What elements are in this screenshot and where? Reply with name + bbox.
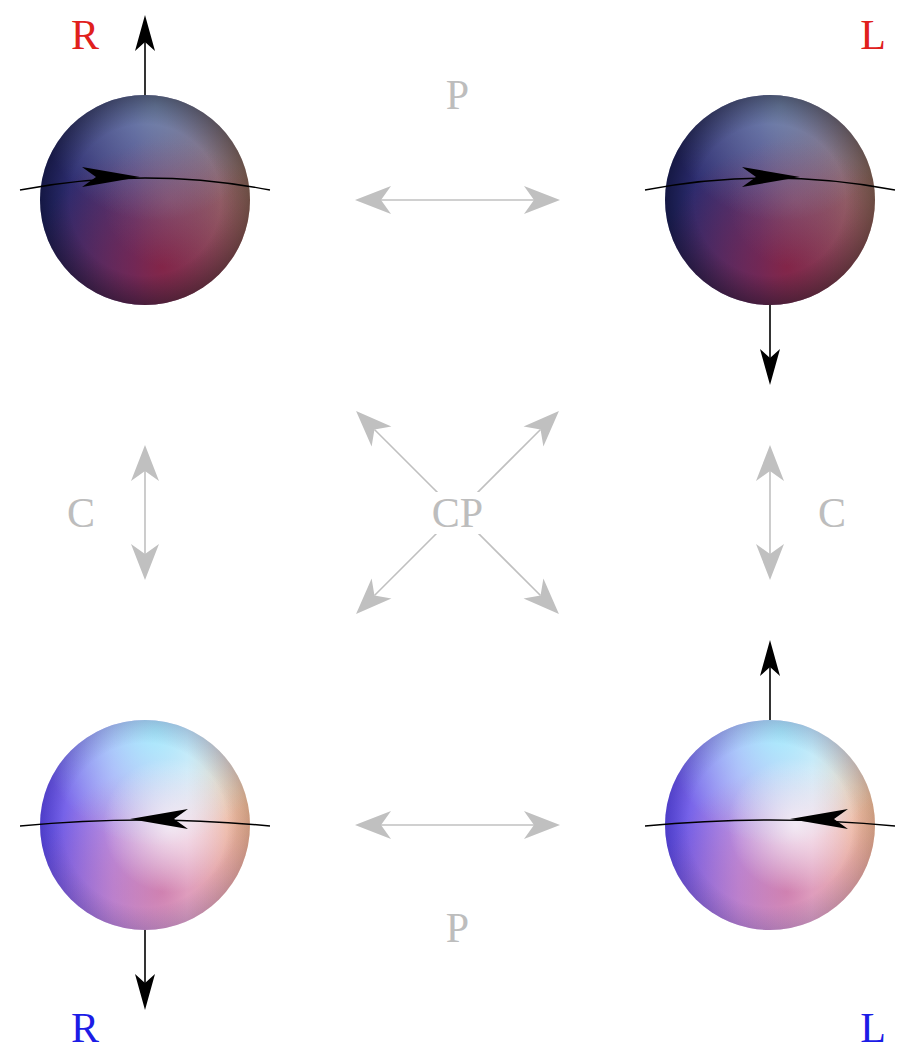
- sphere-shade: [665, 95, 875, 305]
- particle-sphere: L: [665, 95, 875, 305]
- spin-axis: [144, 930, 146, 985]
- spin-axis-head: [760, 349, 780, 385]
- transformation-arrow: [356, 411, 559, 614]
- spin-axis: [769, 305, 771, 360]
- particle-sphere: L: [665, 720, 875, 930]
- sphere-shade: [40, 720, 250, 930]
- chirality-label: L: [860, 1007, 886, 1049]
- arrow-shaft: [769, 471, 771, 554]
- symmetry-label: C: [67, 492, 95, 534]
- sphere-illustration: [665, 95, 875, 305]
- transformation-arrow: [355, 811, 560, 839]
- arrowhead: [131, 544, 159, 580]
- sphere-shade: [40, 95, 250, 305]
- transformation-arrow: [356, 411, 559, 614]
- arrowhead: [356, 411, 391, 446]
- arrowhead: [524, 411, 559, 446]
- arrowhead: [355, 186, 391, 214]
- spin-arrowhead: [82, 167, 140, 187]
- sphere-shade: [40, 95, 250, 305]
- sphere-shade: [665, 95, 875, 305]
- spin-axis: [769, 665, 771, 720]
- spin-arrowhead: [130, 809, 188, 829]
- arrowhead: [756, 445, 784, 481]
- arrowhead: [356, 579, 391, 614]
- chirality-label: L: [860, 14, 886, 56]
- arrow-shaft: [381, 824, 534, 826]
- arrowhead: [524, 579, 559, 614]
- spin-ring: [20, 178, 270, 190]
- arrowhead: [355, 811, 391, 839]
- sphere-shade: [665, 720, 875, 930]
- spin-ring: [645, 820, 895, 826]
- arrowhead: [756, 544, 784, 580]
- symmetry-label: P: [446, 907, 469, 949]
- symmetry-label: C: [818, 492, 846, 534]
- transformation-arrow: [131, 445, 159, 580]
- sphere-shade: [40, 720, 250, 930]
- sphere-shade: [665, 95, 875, 305]
- sphere-shade: [665, 720, 875, 930]
- spin-axis: [144, 40, 146, 95]
- chirality-label: R: [71, 14, 99, 56]
- sphere-shade: [665, 720, 875, 930]
- sphere-shade: [665, 95, 875, 305]
- spin-arrowhead: [790, 809, 848, 829]
- arrow-shaft: [374, 429, 540, 595]
- sphere-shade: [40, 720, 250, 930]
- arrowhead: [524, 186, 560, 214]
- arrowhead: [524, 811, 560, 839]
- particle-sphere: R: [40, 720, 250, 930]
- sphere-shade: [40, 720, 250, 930]
- arrow-shaft: [144, 471, 146, 554]
- sphere-illustration: [665, 720, 875, 930]
- symmetry-label: CP: [430, 492, 485, 534]
- sphere-illustration: [40, 95, 250, 305]
- sphere-illustration: [40, 720, 250, 930]
- sphere-shade: [40, 95, 250, 305]
- sphere-shade: [40, 95, 250, 305]
- chirality-label: R: [71, 1007, 99, 1049]
- symmetry-label: P: [446, 74, 469, 116]
- sphere-shade: [40, 95, 250, 305]
- spin-axis-head: [135, 974, 155, 1010]
- spin-axis-head: [760, 640, 780, 676]
- spin-arrowhead: [742, 167, 800, 187]
- sphere-shade: [665, 720, 875, 930]
- transformation-arrow: [756, 445, 784, 580]
- transformation-arrow: [355, 186, 560, 214]
- sphere-shade: [40, 720, 250, 930]
- arrowhead: [131, 445, 159, 481]
- arrow-shaft: [381, 199, 534, 201]
- sphere-shade: [665, 95, 875, 305]
- spin-axis-head: [135, 15, 155, 51]
- sphere-shade: [665, 720, 875, 930]
- particle-sphere: R: [40, 95, 250, 305]
- arrow-shaft: [374, 429, 540, 595]
